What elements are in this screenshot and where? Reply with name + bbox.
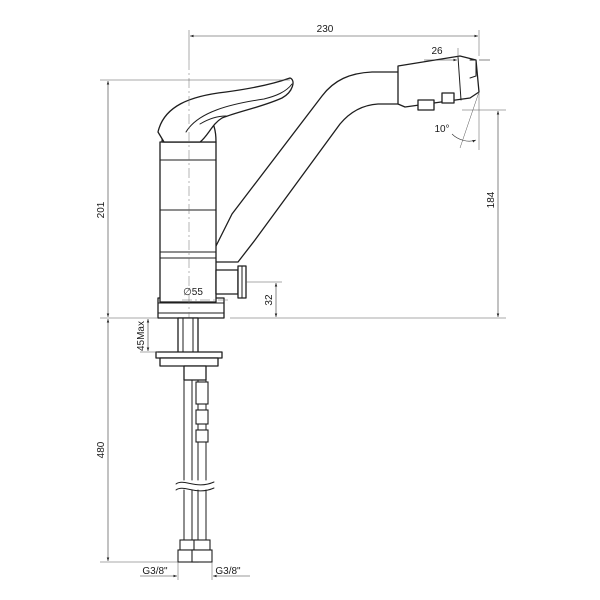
dim-480-label: 480 [96,441,107,458]
dim-26-label: 26 [431,46,443,57]
side-outlet [215,269,239,295]
dim-230: 230 [188,24,480,60]
dim-32-label: 32 [264,294,275,306]
dim-thread-right: G3/8" [211,562,250,580]
dim-32: 32 [246,281,282,317]
dim-thread-left: G3/8" [140,562,179,580]
spout [214,71,405,263]
dim-26: 26 [424,46,490,62]
dim-45max-label: 45Max [136,321,147,351]
dim-184: 184 [230,109,506,319]
dim-230-label: 230 [317,24,334,35]
main-body [159,141,217,303]
dim-thread-left-label: G3/8" [142,566,168,577]
dim-base-diameter-label: ∅55 [183,287,203,298]
spout-head [397,55,480,108]
dim-angle: 10° [434,91,480,150]
faucet-outline [157,55,480,319]
dim-480: 480 [96,319,178,563]
hose-left [177,379,199,563]
lever-handle [157,77,294,143]
dim-201: 201 [96,79,290,319]
mounting-shank [155,317,223,381]
dim-184-label: 184 [486,191,497,208]
dim-45max: 45Max [136,319,158,353]
hose-right [191,379,213,563]
dim-201-label: 201 [96,201,107,218]
dim-angle-label: 10° [434,124,449,135]
dim-thread-right-label: G3/8" [215,566,241,577]
